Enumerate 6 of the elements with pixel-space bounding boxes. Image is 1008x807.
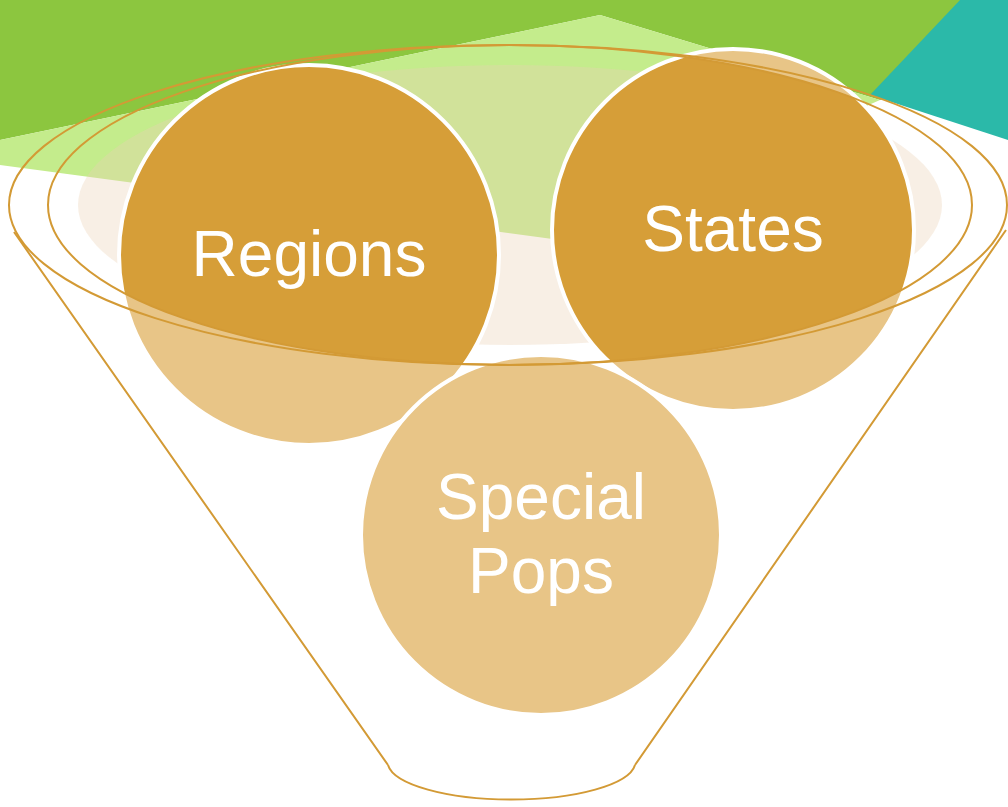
circle-node (359, 353, 723, 717)
circle-node (550, 47, 916, 413)
circle-node (117, 63, 501, 447)
node-label: Special Pops (435, 461, 647, 609)
node-label: States (641, 193, 825, 267)
node-label: Regions (190, 218, 428, 292)
